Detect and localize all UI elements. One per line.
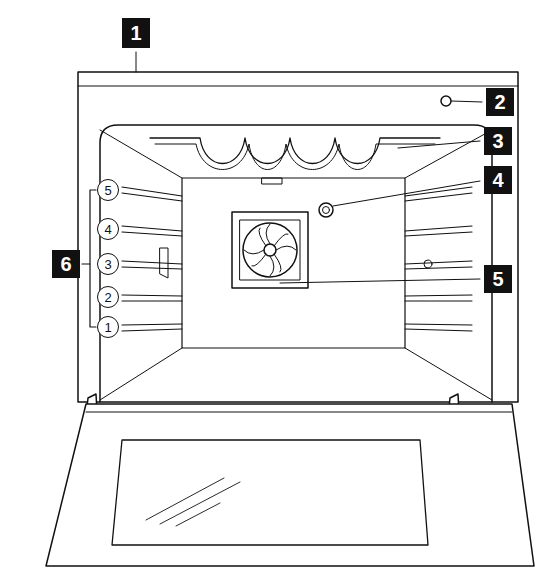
callout-number: 3 [484,127,512,155]
callout-number: 6 [52,250,80,278]
callout-number: 1 [122,18,150,48]
shelf-number: 1 [97,316,119,338]
callout-number: 5 [484,265,512,293]
shelf-number: 4 [97,218,119,240]
shelf-number: 5 [97,179,119,201]
callout-number: 4 [484,166,512,194]
shelf-number: 2 [97,286,119,308]
callout-number: 2 [486,88,514,116]
shelf-number: 3 [97,253,119,275]
